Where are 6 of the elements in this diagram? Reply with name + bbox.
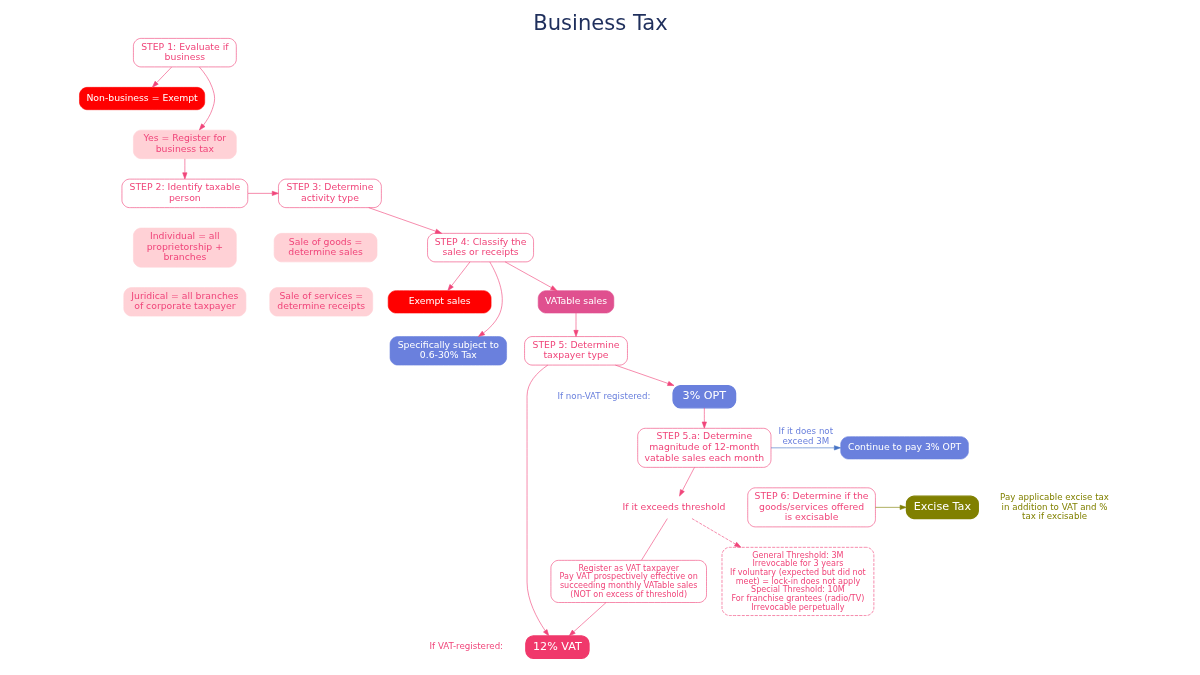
node-text: If it exceeds threshold — [622, 500, 725, 512]
edge-label: If it does not exceed 3M — [778, 426, 833, 446]
node-label: If non-VAT registered: — [557, 390, 650, 401]
node-label: If VAT-registered: — [429, 641, 503, 652]
diagram-title: Business Tax — [532, 9, 668, 35]
node-label: Pay applicable excise tax in addition to VAT and % tax if excisable — [999, 492, 1109, 521]
